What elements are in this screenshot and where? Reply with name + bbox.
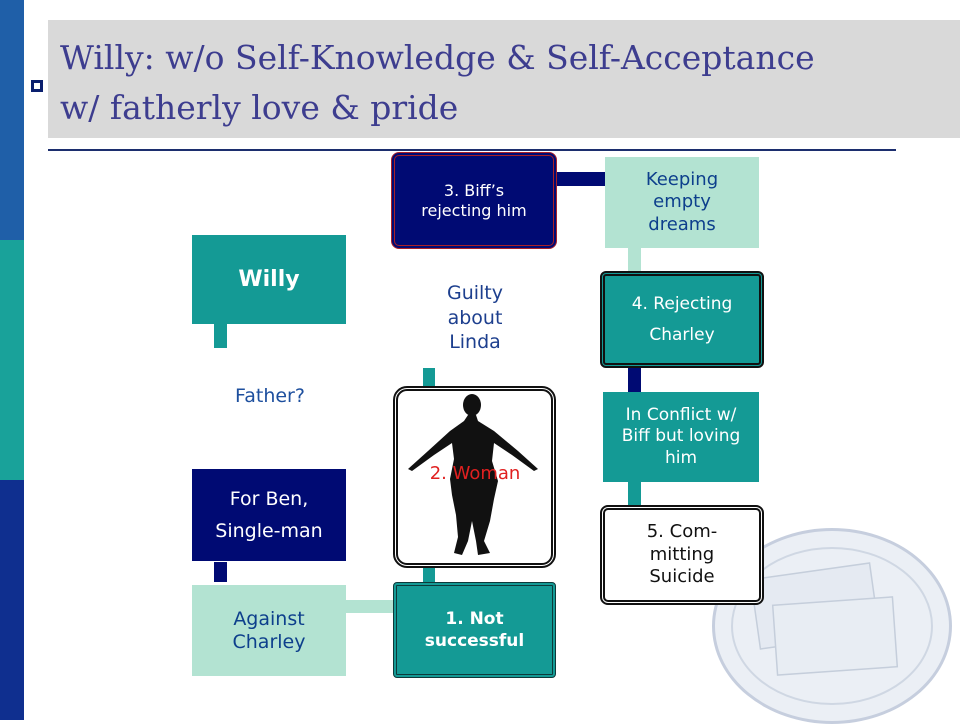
in-conflict-node: In Conflict w/ Biff but loving him (603, 392, 759, 482)
willy-label: Willy (238, 267, 300, 292)
biffs-rejecting-label: 3. Biff’s rejecting him (421, 180, 527, 220)
connector-against-notsuccessful (346, 600, 402, 613)
single-man-label: Single-man (215, 520, 323, 542)
guilty-line-1: Guilty (446, 282, 504, 304)
title-rule (48, 149, 896, 151)
father-label: Father? (235, 385, 305, 407)
rejecting-charley-node: 4. Rejecting Charley (600, 271, 764, 368)
keeping-dreams-label: Keeping empty dreams (645, 168, 719, 235)
connector-willy-down (214, 322, 227, 348)
keeping-dreams-node: Keeping empty dreams (605, 157, 759, 248)
guilty-about-linda-label: Guilty about Linda (430, 281, 520, 355)
not-successful-label: 1. Not successful (424, 608, 525, 651)
not-successful-node: 1. Not successful (393, 582, 556, 678)
guilty-line-3: Linda (449, 331, 501, 354)
connector-ben-against (214, 562, 227, 582)
willy-node: Willy (192, 235, 346, 324)
title-line-1: Willy: w/o Self-Knowledge & Self-Accepta… (60, 38, 815, 77)
connector-rejecting-conflict (628, 366, 641, 394)
woman-picture-frame (393, 386, 556, 568)
for-ben-label: For Ben, (229, 487, 309, 510)
committing-suicide-label: 5. Com-mitting Suicide (646, 521, 718, 588)
left-bar-bottom (0, 480, 24, 720)
committing-suicide-node: 5. Com-mitting Suicide (600, 505, 764, 605)
rejecting-charley-line-1: 4. Rejecting (631, 293, 733, 314)
woman-silhouette-icon (408, 394, 538, 555)
connector-biff-keeping (554, 172, 608, 186)
for-ben-node: For Ben, Single-man (192, 469, 346, 561)
square-bullet-icon (31, 80, 43, 92)
in-conflict-label: In Conflict w/ Biff but loving him (621, 405, 741, 468)
woman-label: 2. Woman (429, 463, 521, 484)
title-box (48, 20, 960, 138)
biffs-rejecting-node: 3. Biff’s rejecting him (391, 152, 557, 249)
title-line-2: w/ fatherly love & pride (60, 88, 459, 127)
against-charley-label: Against Charley (232, 607, 306, 653)
connector-keeping-rejecting (628, 248, 641, 274)
connector-conflict-suicide (628, 482, 641, 506)
left-bar-top (0, 0, 24, 240)
rejecting-charley-line-2: Charley (649, 324, 715, 345)
against-charley-node: Against Charley (192, 585, 346, 676)
left-bar-middle (0, 240, 24, 480)
guilty-line-2: about (447, 306, 503, 329)
